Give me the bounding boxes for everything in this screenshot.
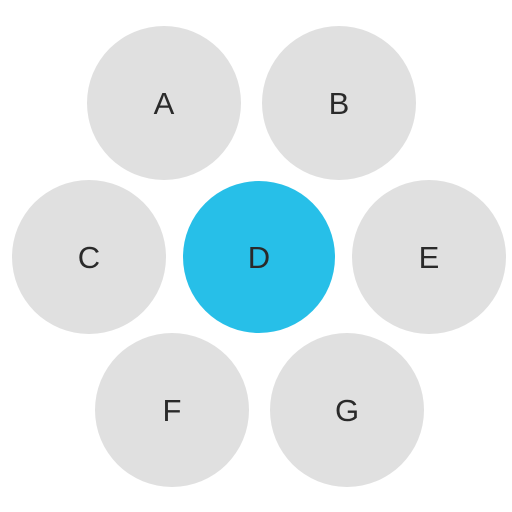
option-button-b[interactable]: B: [262, 26, 416, 180]
option-label-d: D: [247, 239, 271, 275]
option-button-e[interactable]: E: [352, 180, 506, 334]
option-button-d[interactable]: D: [183, 181, 335, 333]
option-label-b: B: [328, 85, 350, 121]
option-label-e: E: [418, 239, 440, 275]
option-button-a[interactable]: A: [87, 26, 241, 180]
option-button-f[interactable]: F: [95, 333, 249, 487]
option-label-f: F: [162, 392, 182, 428]
option-label-c: C: [77, 239, 101, 275]
option-label-a: A: [153, 85, 175, 121]
option-label-g: G: [334, 392, 360, 428]
option-button-g[interactable]: G: [270, 333, 424, 487]
option-button-c[interactable]: C: [12, 180, 166, 334]
